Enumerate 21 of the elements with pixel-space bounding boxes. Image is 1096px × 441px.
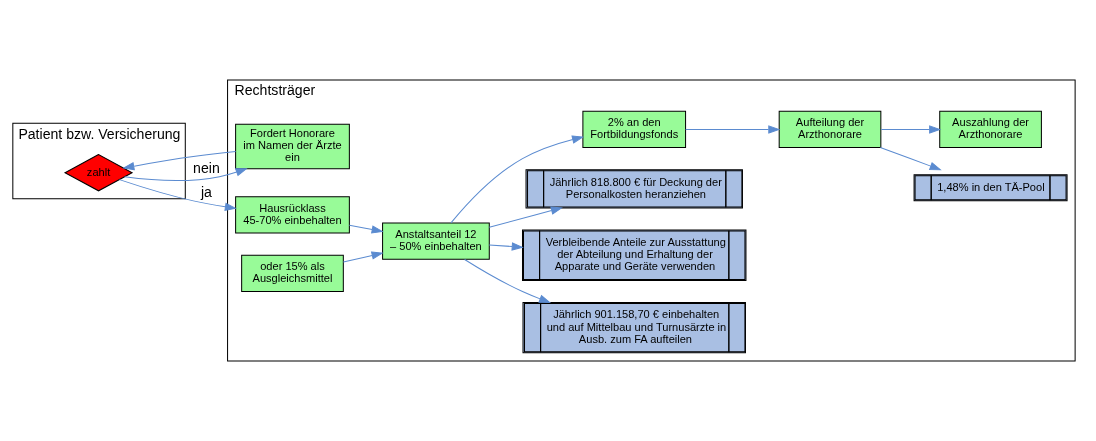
node-box: Auszahlung der Arzthonorare xyxy=(939,110,1042,149)
arrow xyxy=(488,242,524,251)
node-box: Fordert Honorare im Namen der Ärzte ein xyxy=(235,123,350,170)
arrow xyxy=(342,251,384,263)
arrow xyxy=(122,151,237,171)
node-box: Hausrücklass 45-70% einbehalten xyxy=(235,196,350,234)
arrow xyxy=(879,147,942,171)
arrow xyxy=(124,168,248,182)
arrow xyxy=(685,125,781,134)
edge-label: nein xyxy=(193,159,220,176)
node-box: 2% an den Fortbildungsfonds xyxy=(582,110,687,149)
arrow xyxy=(118,179,237,211)
arrow xyxy=(348,224,384,234)
node-box: Anstaltsanteil 12 – 50% einbehalten xyxy=(382,222,490,260)
arrow xyxy=(464,259,552,304)
node-box: Aufteilung der Arzthonorare xyxy=(778,110,882,149)
arrow xyxy=(450,135,585,224)
arrow xyxy=(880,125,942,134)
edge-label: ja xyxy=(200,184,212,201)
arrow xyxy=(488,206,563,228)
node-box: oder 15% als Ausgleichsmittel xyxy=(241,254,344,292)
